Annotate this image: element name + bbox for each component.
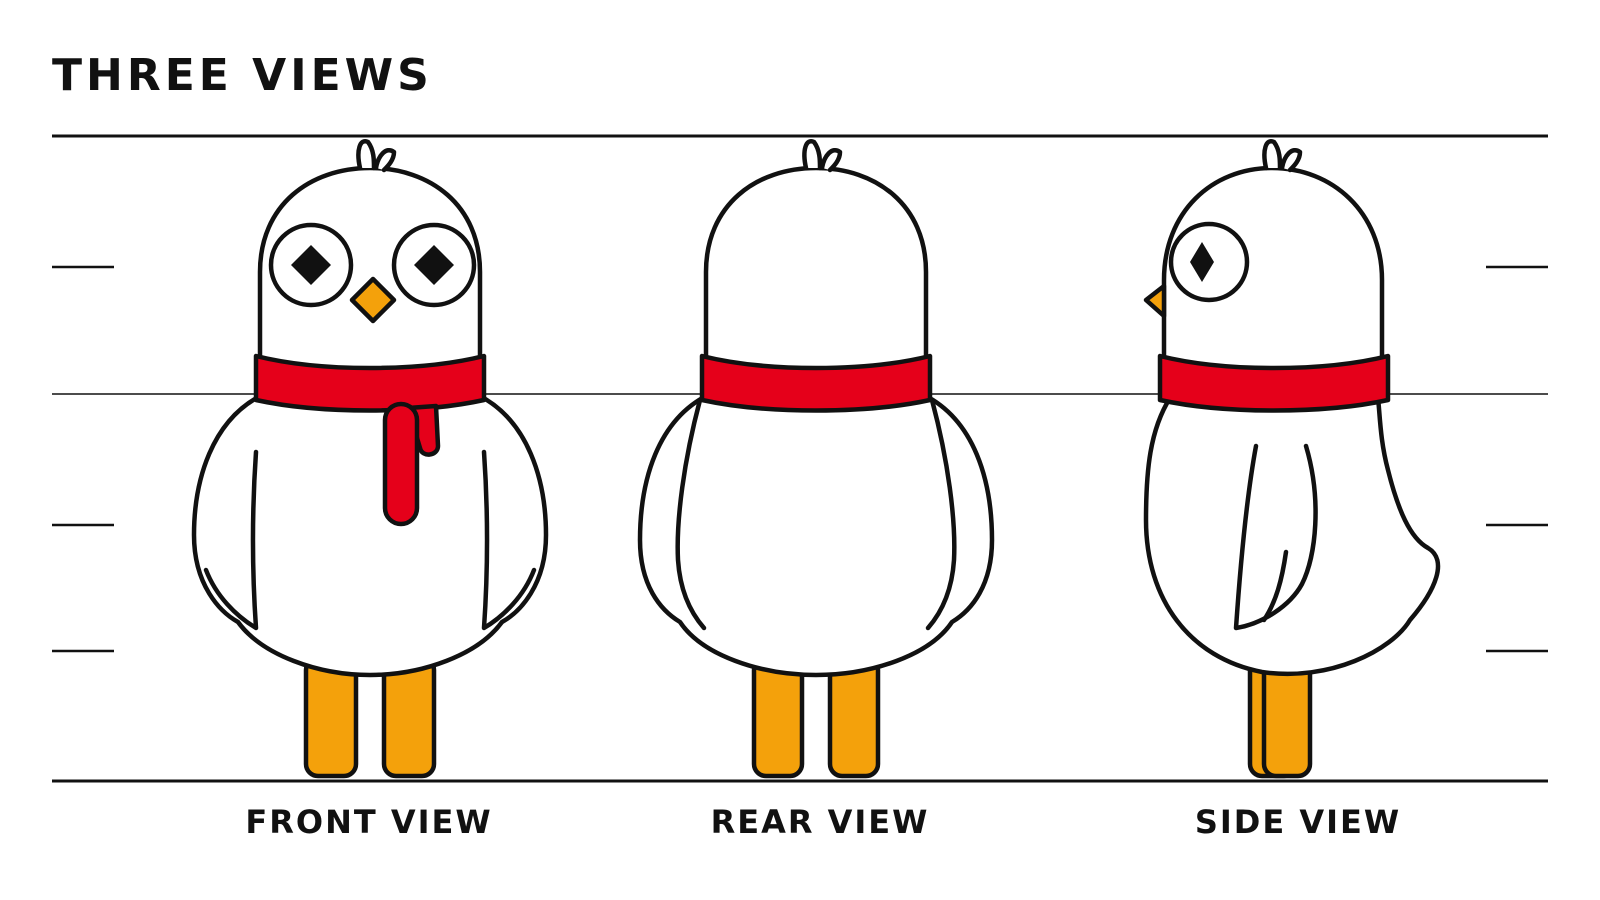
side-beak: [1143, 283, 1167, 319]
bird-side-view: [1143, 139, 1441, 779]
side-view-label: SIDE VIEW: [1194, 803, 1402, 841]
front-right-wing: [481, 449, 537, 631]
side-scarf-band: [1157, 353, 1391, 413]
front-right-pupil: [414, 245, 454, 285]
rear-body: [637, 392, 995, 678]
bird-rear-view: [637, 139, 995, 779]
front-left-pupil: [291, 245, 331, 285]
rear-left-wing: [675, 397, 707, 631]
rear-view-label: REAR VIEW: [710, 803, 930, 841]
page-title: THREE VIEWS: [52, 50, 433, 101]
front-beak: [349, 276, 397, 324]
rear-right-wing: [925, 397, 957, 631]
front-view-label: FRONT VIEW: [245, 803, 493, 841]
front-scarf-band: [253, 353, 487, 413]
side-wing-feather: [1261, 549, 1289, 623]
front-scarf-tail: [382, 401, 420, 527]
front-body: [191, 392, 549, 678]
side-head-tuft: [1262, 139, 1303, 173]
side-pupil: [1190, 242, 1214, 282]
rear-head-tuft: [802, 139, 843, 173]
front-left-wing: [203, 449, 259, 631]
front-head-tuft: [356, 139, 397, 173]
side-head: [1161, 165, 1385, 375]
bird-front-view: [191, 139, 549, 779]
rear-scarf-band: [699, 353, 933, 413]
rear-head: [703, 165, 929, 375]
front-head: [257, 165, 483, 375]
